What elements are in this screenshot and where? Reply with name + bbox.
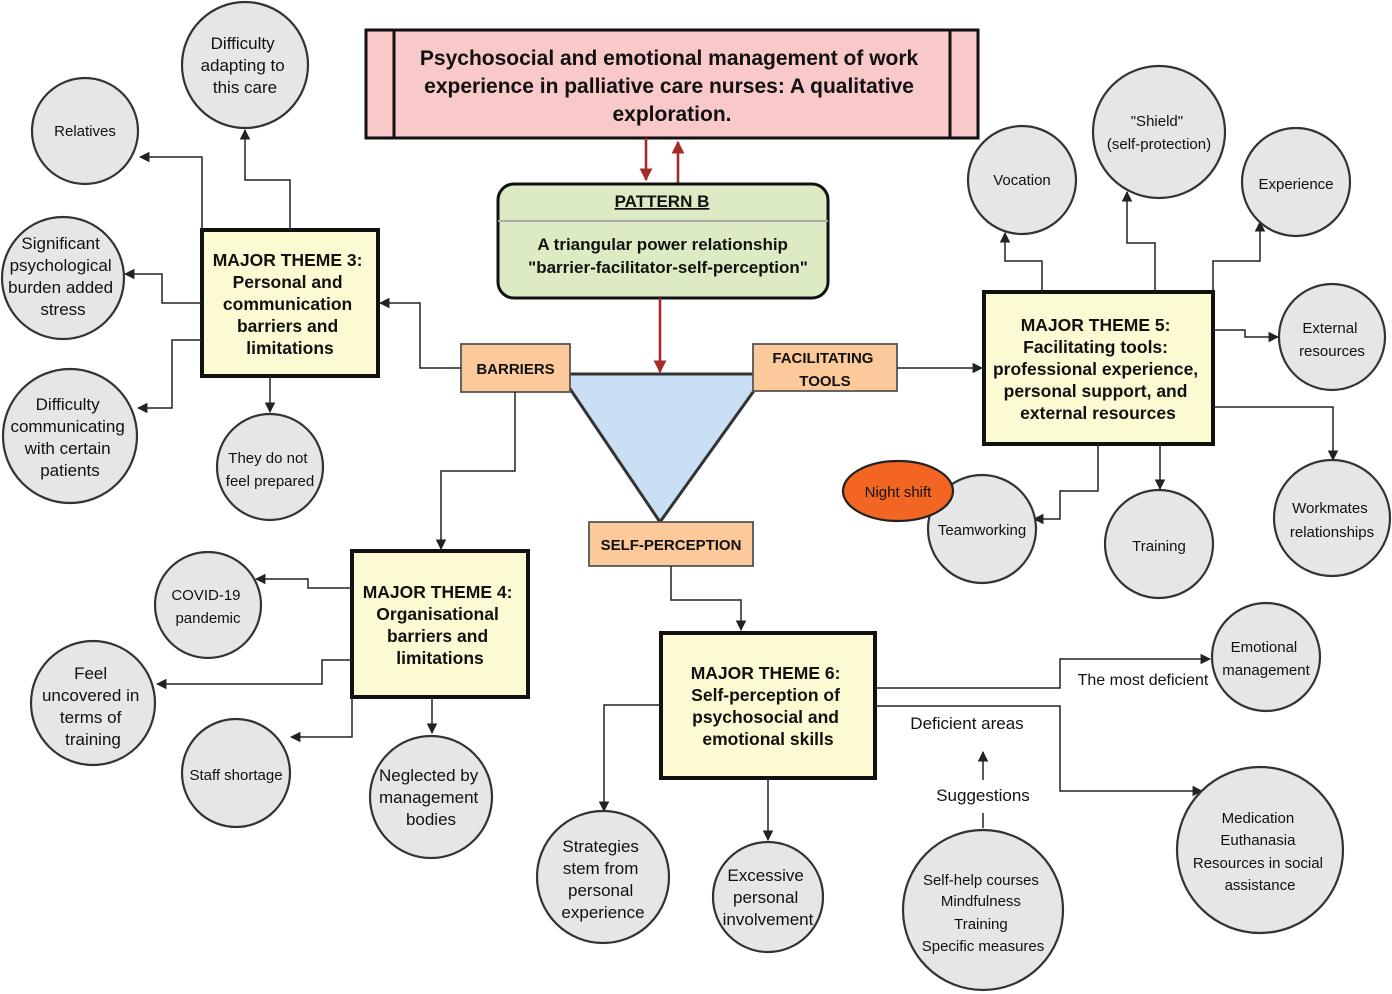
svg-text:Difficulty adapting to: Difficulty adapting to this care xyxy=(201,34,290,97)
self-perception-tag: SELF-PERCEPTION xyxy=(588,521,754,567)
theme-3-box: MAJOR THEME 3: Personal and communicatio… xyxy=(200,228,380,378)
svg-text:"Shield" (self-protectio: "Shield" (self-protection) xyxy=(1107,113,1211,153)
pattern-description: A triangular power relationship "barrier… xyxy=(528,235,808,277)
svg-text:MAJOR THEME 6: Self-perc: MAJOR THEME 6: Self-perception of psycho… xyxy=(691,663,846,749)
title-line: exploration. xyxy=(612,103,731,126)
svg-text:Experience: Experience xyxy=(1258,176,1333,193)
pattern-heading: PATTERN B xyxy=(615,192,710,211)
svg-text:Staff shortage: Staff shortage xyxy=(189,767,282,784)
theme-4-box: MAJOR THEME 4: Organisational barriers a… xyxy=(350,549,530,699)
facilitating-tools-tag: FACILITATING TOOLS xyxy=(752,343,898,392)
svg-text:Significant psychologica: Significant psychological burden added s… xyxy=(8,234,118,319)
svg-text:Feel uncovered in: Feel uncovered in terms of training xyxy=(42,664,144,749)
bubble-difficulty-adapting: Difficulty adapting to this care xyxy=(180,0,310,130)
svg-text:Night shift: Night shift xyxy=(865,484,933,501)
theme-5-box: MAJOR THEME 5: Facilitating tools: profe… xyxy=(982,290,1215,446)
svg-text:Workmates relationships: Workmates relationships xyxy=(1290,500,1374,541)
bubble-covid: COVID-19 pandemic xyxy=(153,550,263,660)
deficient-areas-label: Deficient areas xyxy=(910,714,1023,733)
svg-text:MAJOR THEME 4: Organisat: MAJOR THEME 4: Organisational barriers a… xyxy=(363,582,518,668)
connectors xyxy=(123,128,1339,842)
title-box: Psychosocial and emotional management of… xyxy=(364,28,980,140)
most-deficient-label: The most deficient xyxy=(1078,672,1209,689)
svg-text:Emotional management: Emotional management xyxy=(1222,639,1310,679)
pattern-line: A triangular power relationship xyxy=(537,235,788,254)
pattern-line: "barrier-facilitator-self-perception" xyxy=(528,258,808,277)
svg-text:They do not feel prepare: They do not feel prepared xyxy=(226,450,314,490)
svg-text:Medication Euthanasia: Medication Euthanasia Resources in socia… xyxy=(1193,810,1327,894)
bubble-difficulty-communicating: Difficulty communicating with certain pa… xyxy=(1,367,139,505)
barriers-tag: BARRIERS xyxy=(460,343,571,393)
title-text: Psychosocial and emotional management of… xyxy=(420,47,924,126)
bubble-excessive-involvement: Excessive personal involvement xyxy=(711,840,825,954)
svg-text:MAJOR THEME 5: Facilitat: MAJOR THEME 5: Facilitating tools: profe… xyxy=(993,315,1203,423)
bubble-not-prepared: They do not feel prepared xyxy=(215,412,325,522)
svg-text:Training: Training xyxy=(1132,538,1186,555)
power-triangle xyxy=(557,372,769,525)
pattern-box: PATTERN B A triangular power relationshi… xyxy=(496,182,830,300)
svg-text:SELF-PERCEPTION: SELF-PERCEPTION xyxy=(601,537,742,554)
bubble-vocation: Vocation xyxy=(966,124,1078,236)
bubble-relatives: Relatives xyxy=(30,76,140,186)
bubble-experience: Experience xyxy=(1240,126,1352,238)
svg-text:Difficulty communicating: Difficulty communicating with certain pa… xyxy=(10,395,129,480)
svg-text:Vocation: Vocation xyxy=(993,172,1051,189)
bubble-psych-burden: Significant psychological burden added s… xyxy=(0,215,126,341)
bubble-emotional-management: Emotional management xyxy=(1210,601,1322,713)
bubble-teamworking: Teamworking xyxy=(926,473,1038,585)
svg-text:BARRIERS: BARRIERS xyxy=(476,361,554,378)
title-line: experience in palliative care nurses: A … xyxy=(424,75,914,98)
svg-text:FACILITATING TOOLS: FACILITATING TOOLS xyxy=(772,350,877,390)
bubble-staff-shortage: Staff shortage xyxy=(180,717,292,829)
svg-text:Teamworking: Teamworking xyxy=(938,522,1026,539)
bubble-self-help: Self-help courses Mindfulness Training S… xyxy=(901,828,1065,992)
bubble-shield: "Shield" (self-protection) xyxy=(1091,64,1227,200)
svg-text:Excessive personal: Excessive personal involvement xyxy=(723,866,814,929)
bubble-medication: Medication Euthanasia Resources in socia… xyxy=(1175,765,1345,935)
bubble-uncovered: Feel uncovered in terms of training xyxy=(29,639,157,767)
bubble-workmates: Workmates relationships xyxy=(1272,458,1392,578)
suggestions-label: Suggestions xyxy=(936,786,1030,805)
bubble-external-resources: External resources xyxy=(1277,282,1387,392)
svg-text:COVID-19 pandemic: COVID-19 pandemic xyxy=(171,587,244,627)
svg-text:Strategies stem from: Strategies stem from personal experience xyxy=(561,837,644,922)
title-line: Psychosocial and emotional management of… xyxy=(420,47,919,70)
bubble-strategies: Strategies stem from personal experience xyxy=(535,809,671,945)
bubble-neglected: Neglected by management bodies xyxy=(368,734,494,860)
svg-text:External resources: External resources xyxy=(1299,320,1365,360)
svg-text:Self-help courses Mindfu: Self-help courses Mindfulness Training S… xyxy=(922,872,1045,955)
theme-6-box: MAJOR THEME 6: Self-perception of psycho… xyxy=(659,631,877,780)
svg-text:Relatives: Relatives xyxy=(54,123,116,140)
bubble-training-t5: Training xyxy=(1103,488,1215,600)
night-shift-oval: Night shift xyxy=(841,459,955,523)
svg-text:MAJOR THEME 3: Personal: MAJOR THEME 3: Personal and communicatio… xyxy=(213,250,368,358)
svg-text:Neglected by management: Neglected by management bodies xyxy=(379,766,483,829)
